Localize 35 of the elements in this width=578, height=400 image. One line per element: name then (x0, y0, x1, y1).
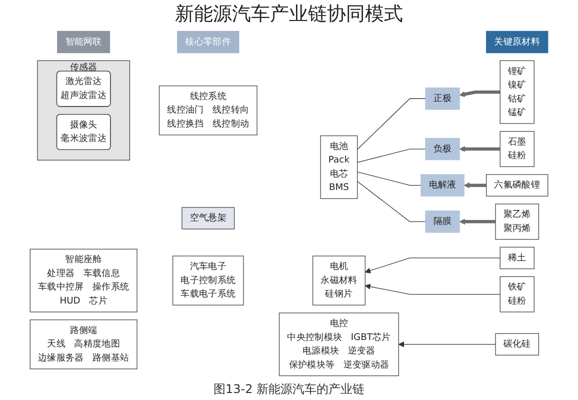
arrow (398, 341, 496, 348)
node-box: 碳化硅 (495, 333, 540, 356)
arrow (459, 146, 500, 152)
connector (357, 172, 422, 186)
node-box: 汽车电子 电子控制系统 车载电子系统 (172, 256, 244, 306)
node-box: 石墨 硅粉 (500, 131, 534, 168)
connector (357, 148, 426, 163)
caption: 图13-2 新能源汽车的产业链 (213, 381, 365, 397)
node-box: 六氟磷酸锂 (486, 174, 548, 196)
node-box: 关键原材料 (486, 30, 548, 54)
node-box: 智能网联 (57, 30, 110, 54)
node-box: 空气悬架 (182, 207, 235, 230)
node-box: 路侧端 天线 高精度地图 边缘服务器 路侧基站 (30, 319, 138, 370)
node-box: 电控 中央控制模块 IGBT芯片 电源模块 逆变器 保护模块等 逆变驱动器 (278, 312, 399, 376)
arrow (459, 90, 500, 98)
node-box: 电解液 (420, 174, 464, 196)
connector (357, 181, 426, 222)
node-box: 锂矿 镍矿 钴矿 锰矿 (500, 60, 534, 124)
node-box: 正极 (425, 88, 460, 110)
arrow (459, 218, 496, 225)
node-box: 电池 Pack 电芯 BMS (320, 135, 358, 199)
arrow (464, 182, 486, 188)
node-box: 负极 (425, 138, 460, 160)
arrow (364, 284, 500, 295)
arrow (364, 258, 500, 274)
node-box: 隔膜 (425, 210, 460, 233)
node-box: 线控系统 线控油门 线控转向 线控换挡 线控制动 (158, 86, 258, 136)
node-box: 电机 永磁材料 硅钢片 (312, 256, 366, 306)
title: 新能源汽车产业链协同模式 (175, 3, 403, 26)
node-box: 核心零部件 (177, 30, 240, 54)
node-box: 聚乙烯 聚丙烯 (495, 204, 540, 240)
node-box: 稀土 (500, 246, 534, 270)
node-box: 铁矿 硅粉 (500, 276, 534, 312)
connector (357, 98, 426, 150)
node-box: 智能座舱 处理器 车载信息 车载中控屏 操作系统 HUD 芯片 (30, 248, 138, 312)
